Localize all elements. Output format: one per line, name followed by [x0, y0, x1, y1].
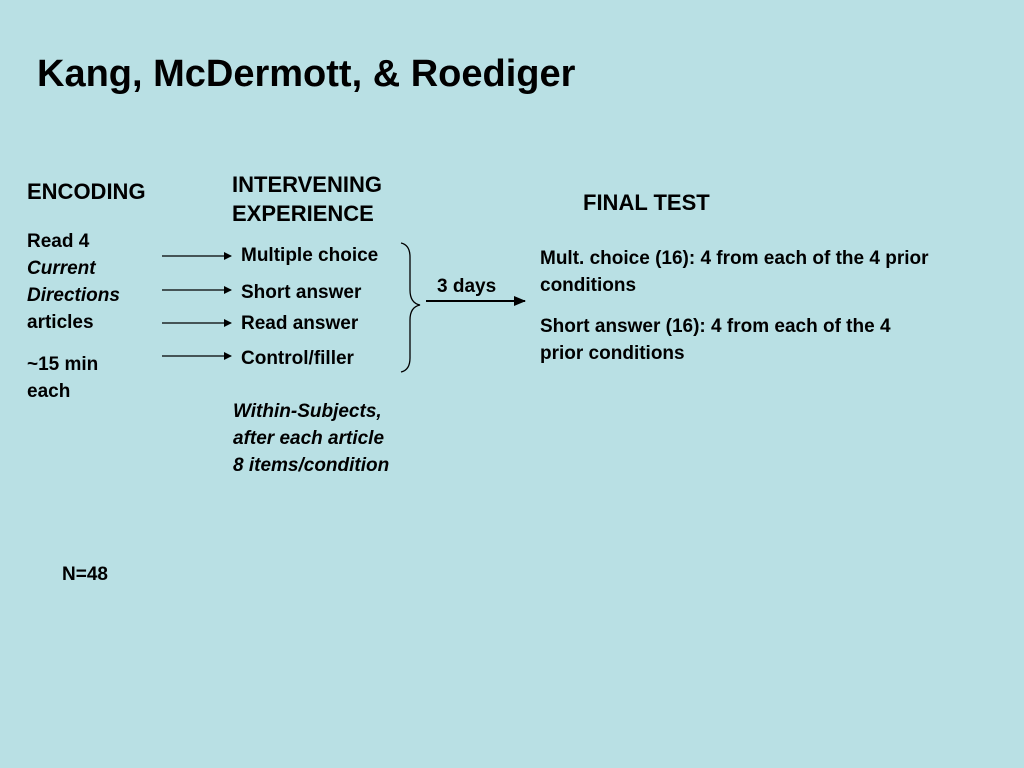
sample-size: N=48 — [62, 564, 108, 585]
design-note: Within-Subjects, after each article 8 it… — [233, 398, 389, 479]
encoding-duration: ~15 min each — [27, 351, 98, 405]
design-note-line-1: Within-Subjects, — [233, 401, 382, 422]
final-test-header: FINAL TEST — [583, 190, 710, 215]
condition-short-answer: Short answer — [241, 282, 362, 303]
slide-title: Kang, McDermott, & Roediger — [37, 53, 576, 95]
condition-read-answer: Read answer — [241, 313, 359, 334]
conditions-brace — [400, 242, 421, 373]
encoding-duration-line-2: each — [27, 381, 71, 402]
final-test-item-1-line-2: conditions — [540, 275, 637, 296]
final-test-item-mult-choice: Mult. choice (16): 4 from each of the 4 … — [540, 245, 929, 299]
encoding-duration-line-1: ~15 min — [27, 354, 99, 375]
design-note-line-2: after each article — [233, 428, 385, 449]
condition-control-filler: Control/filler — [241, 348, 354, 369]
encoding-journal-line-1: Current — [27, 258, 96, 279]
intervening-header: INTERVENING EXPERIENCE — [232, 170, 382, 228]
delay-label: 3 days — [437, 276, 497, 297]
intervening-header-line-1: INTERVENING — [232, 172, 382, 197]
encoding-articles-line: articles — [27, 312, 94, 333]
encoding-journal-line-2: Directions — [27, 285, 120, 306]
condition-multiple-choice: Multiple choice — [241, 245, 379, 266]
final-test-item-1-line-1: Mult. choice (16): 4 from each of the 4 … — [540, 248, 929, 269]
encoding-read-line: Read 4 — [27, 231, 90, 252]
encoding-header: ENCODING — [27, 179, 146, 204]
final-test-item-2-line-2: prior conditions — [540, 343, 685, 364]
encoding-description: Read 4 Current Directions articles — [27, 228, 120, 336]
final-test-item-2-line-1: Short answer (16): 4 from each of the 4 — [540, 316, 891, 337]
design-note-line-3: 8 items/condition — [233, 455, 390, 476]
intervening-header-line-2: EXPERIENCE — [232, 201, 374, 226]
final-test-item-short-answer: Short answer (16): 4 from each of the 4 … — [540, 313, 891, 367]
